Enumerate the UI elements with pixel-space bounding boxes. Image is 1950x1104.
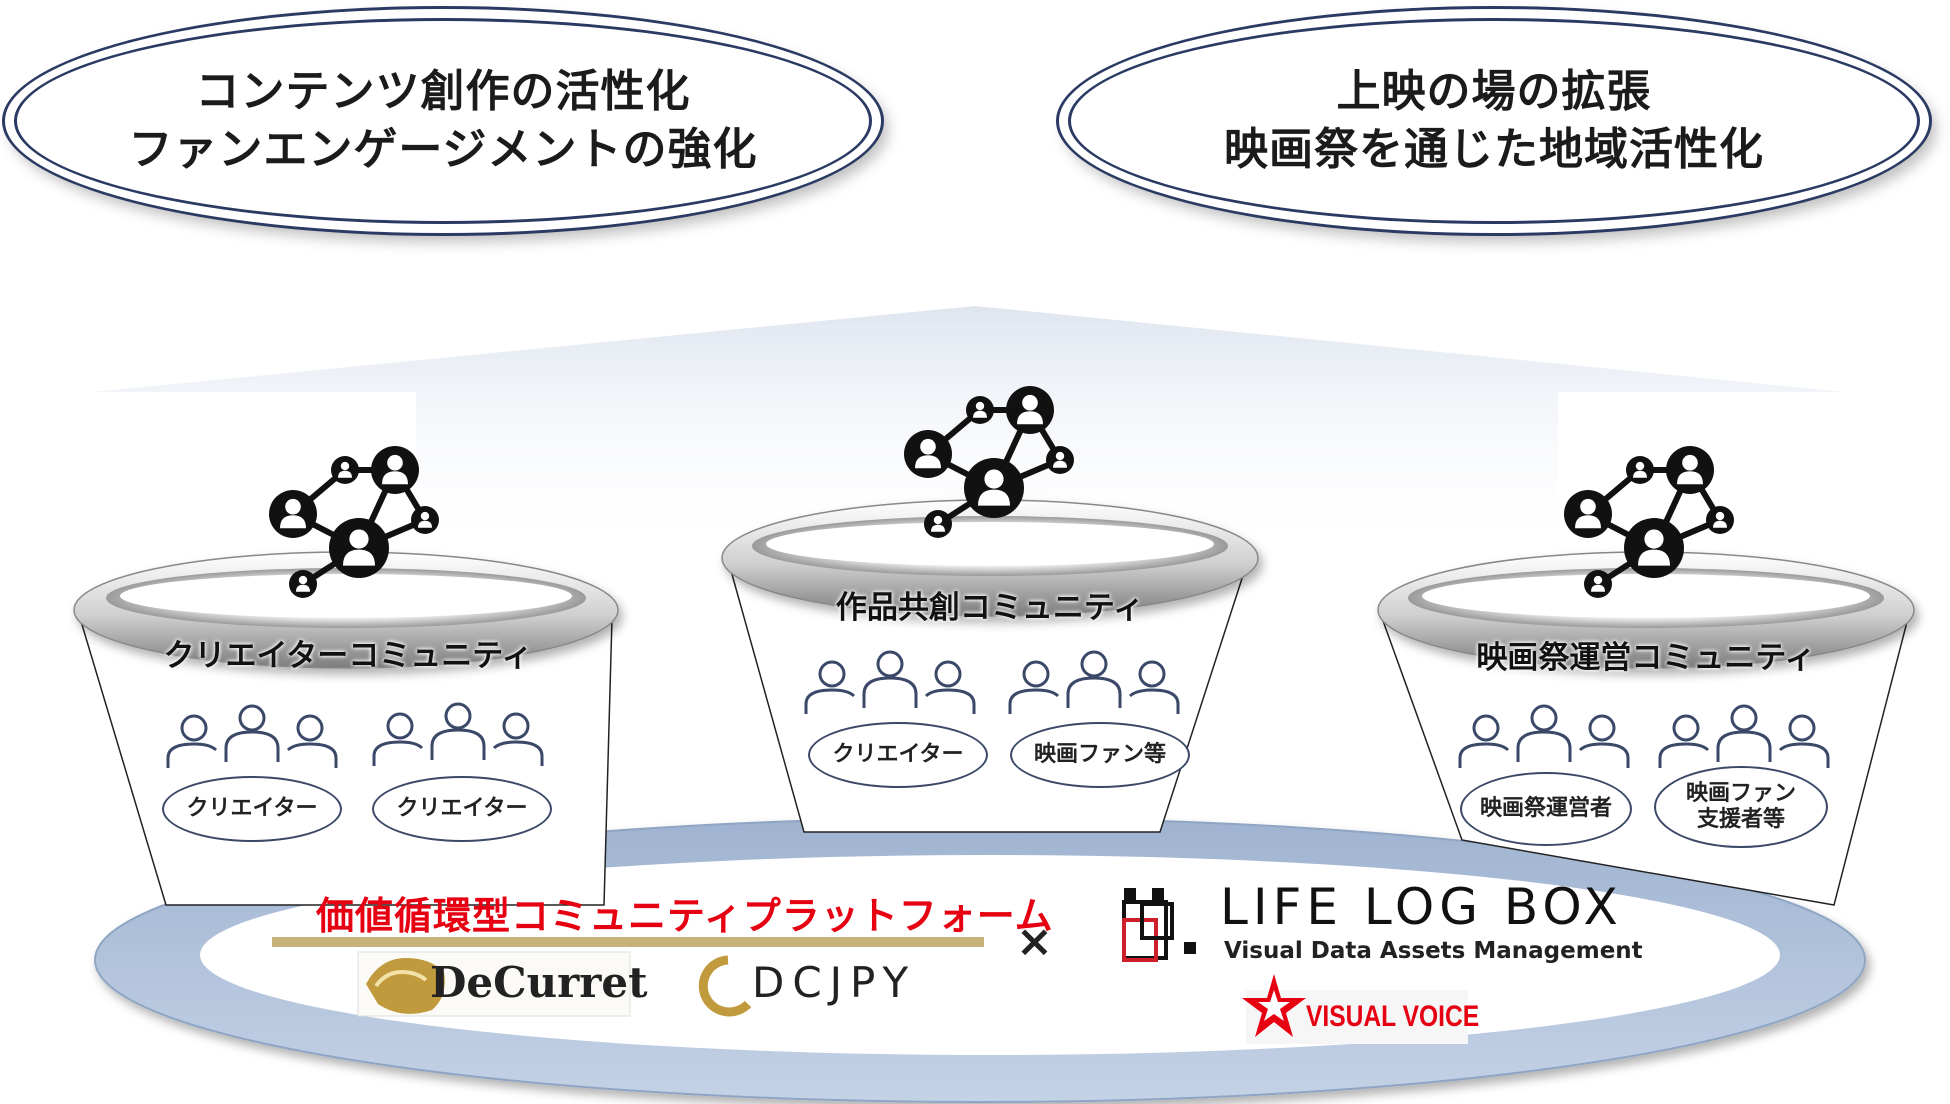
network-icon-left (269, 446, 439, 598)
member-label: 映画祭運営者 (1479, 796, 1612, 821)
visualvoice-logo (1242, 974, 1468, 1044)
member-label: クリエイター (396, 796, 528, 821)
lifelogbox-logo-text: LIFE LOG BOX (1220, 878, 1623, 936)
upward-arrow (92, 306, 1845, 560)
platform-underline (272, 937, 984, 947)
member-pill-festival-supporters: 映画ファン 支援者等 (1654, 766, 1828, 848)
community-title-cocreation: 作品共創コミュニティ (835, 590, 1145, 626)
visualvoice-logo-text: VISUAL VOICE (1306, 1000, 1480, 1033)
community-title-creator: クリエイターコミュニティ (163, 638, 533, 674)
community-title-festival: 映画祭運営コミュニティ (1476, 640, 1816, 676)
member-label-line-2: 支援者等 (1696, 807, 1785, 832)
lifelogbox-logo-mark (1122, 888, 1196, 962)
platform-label: 価値循環型コミュニティプラットフォーム (316, 894, 1054, 938)
lifelogbox-subtitle: Visual Data Assets Management (1224, 938, 1643, 964)
goal-left-line-2: ファンエンゲージメントの強化 (128, 124, 758, 175)
member-label: クリエイター (832, 742, 964, 767)
dcjpy-logo-mark (698, 955, 752, 1017)
member-pill-creator-1: クリエイター (162, 776, 342, 842)
network-icon-right (1564, 446, 1734, 598)
decurret-logo-text: DeCurret (430, 958, 648, 1007)
member-label: クリエイター (186, 796, 318, 821)
dcjpy-logo-text: DCJPY (752, 958, 917, 1007)
goal-ellipse-left: コンテンツ創作の活性化 ファンエンゲージメントの強化 (14, 18, 872, 224)
goal-right-line-2: 映画祭を通じた地域活性化 (1224, 124, 1764, 175)
goal-left-line-1: コンテンツ創作の活性化 (195, 66, 691, 117)
member-pill-festival-operators: 映画祭運営者 (1460, 772, 1632, 846)
decurret-logo (357, 951, 631, 1017)
funnel-left (73, 551, 619, 906)
member-pill-creator-2: クリエイター (372, 776, 552, 842)
member-pill-cocreation-fans: 映画ファン等 (1010, 722, 1190, 788)
member-label-line-1: 映画ファン (1685, 781, 1796, 806)
times-symbol: × (1016, 916, 1053, 967)
goal-right-line-1: 上映の場の拡張 (1336, 66, 1652, 117)
funnel-center (721, 499, 1259, 833)
goal-ellipse-right: 上映の場の拡張 映画祭を通じた地域活性化 (1068, 18, 1920, 224)
member-label: 映画ファン等 (1033, 742, 1166, 767)
network-icon-center (904, 386, 1074, 538)
member-pill-cocreation-creator: クリエイター (808, 722, 988, 788)
